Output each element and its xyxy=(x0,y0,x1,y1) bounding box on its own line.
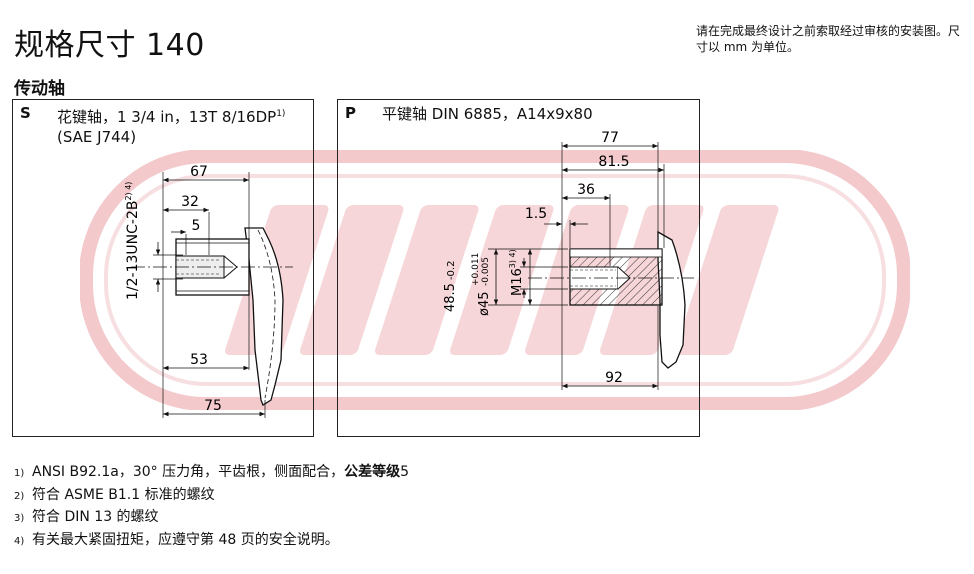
dim-d45-tol-low: -0.005 xyxy=(481,257,491,286)
dim-92: 92 xyxy=(605,370,623,386)
dim-67: 67 xyxy=(190,164,208,180)
footnote-4-num: 4) xyxy=(14,535,25,547)
footnote-3: 3) 符合 DIN 13 的螺纹 xyxy=(14,507,409,530)
panel-p-drawing: 77 81.5 36 1.5 92 48.5-0.2 ø45 +0.011 -0… xyxy=(443,130,694,390)
footnote-3-text: 符合 DIN 13 的螺纹 xyxy=(32,509,159,525)
panel-p-letter: P xyxy=(345,104,356,122)
footnote-1-bold: 公差等级 xyxy=(344,464,401,480)
dim-81-5: 81.5 xyxy=(598,154,629,170)
dim-32: 32 xyxy=(181,194,199,210)
dim-5: 5 xyxy=(192,218,201,234)
panel-s-line1: 花键轴，1 3/4 in，13T 8/16DP xyxy=(57,108,277,126)
dim-1-5: 1.5 xyxy=(525,206,547,222)
dim-thread: 1/2-13UNC-2B2) 4) xyxy=(124,182,141,300)
dim-75: 75 xyxy=(204,398,222,414)
panel-p-keyed-shaft: P 平键轴 DIN 6885，A14x9x80 xyxy=(337,99,700,437)
dim-36: 36 xyxy=(577,182,595,198)
dim-53: 53 xyxy=(190,352,208,368)
footnotes: 1) ANSI B92.1a，30° 压力角，平齿根，侧面配合，公差等级 5 2… xyxy=(14,462,409,552)
dim-d45: ø45 xyxy=(477,292,492,317)
footnote-2-text: 符合 ASME B1.1 标准的螺纹 xyxy=(32,486,215,503)
panel-s-line1-sup: 1) xyxy=(276,109,286,119)
header-note: 请在完成最终设计之前索取经过审核的安装图。尺寸以 mm 为单位。 xyxy=(696,24,961,54)
dim-d45-tol-up: +0.011 xyxy=(471,253,481,286)
panel-p-line1: 平键轴 DIN 6885，A14x9x80 xyxy=(382,105,593,123)
panel-s-line2: (SAE J744) xyxy=(57,128,137,146)
footnote-1-num: 1) xyxy=(14,468,25,479)
footnote-4-text: 有关最大紧固扭矩，应遵守第 48 页的安全说明。 xyxy=(32,531,339,548)
panel-s-description: 花键轴，1 3/4 in，13T 8/16DP1) (SAE J744) xyxy=(57,104,285,147)
page-title: 规格尺寸 140 xyxy=(14,28,205,63)
footnote-1-tail: 5 xyxy=(400,464,410,480)
section-title: 传动轴 xyxy=(14,79,65,99)
footnote-1: 1) ANSI B92.1a，30° 压力角，平齿根，侧面配合，公差等级 5 xyxy=(14,462,409,485)
footnote-4: 4) 有关最大紧固扭矩，应遵守第 48 页的安全说明。 xyxy=(14,530,409,553)
footnote-2: 2) 符合 ASME B1.1 标准的螺纹 xyxy=(14,485,409,508)
footnote-1-text: ANSI B92.1a，30° 压力角，平齿根，侧面配合， xyxy=(32,464,345,480)
panel-s-letter: S xyxy=(20,104,31,122)
watermark-logo xyxy=(80,150,910,410)
panel-s-drawing: 67 32 5 53 75 1/2-13UNC-2B2) 4) xyxy=(124,164,293,418)
dim-48-5: 48.5-0.2 xyxy=(443,261,458,312)
footnote-3-num: 3) xyxy=(14,513,25,524)
dim-77: 77 xyxy=(601,130,619,146)
dim-m16: M163) 4) xyxy=(508,249,525,296)
footnote-2-num: 2) xyxy=(14,490,25,502)
panel-s-spline-shaft: S 花键轴，1 3/4 in，13T 8/16DP1) (SAE J744) xyxy=(12,99,314,437)
